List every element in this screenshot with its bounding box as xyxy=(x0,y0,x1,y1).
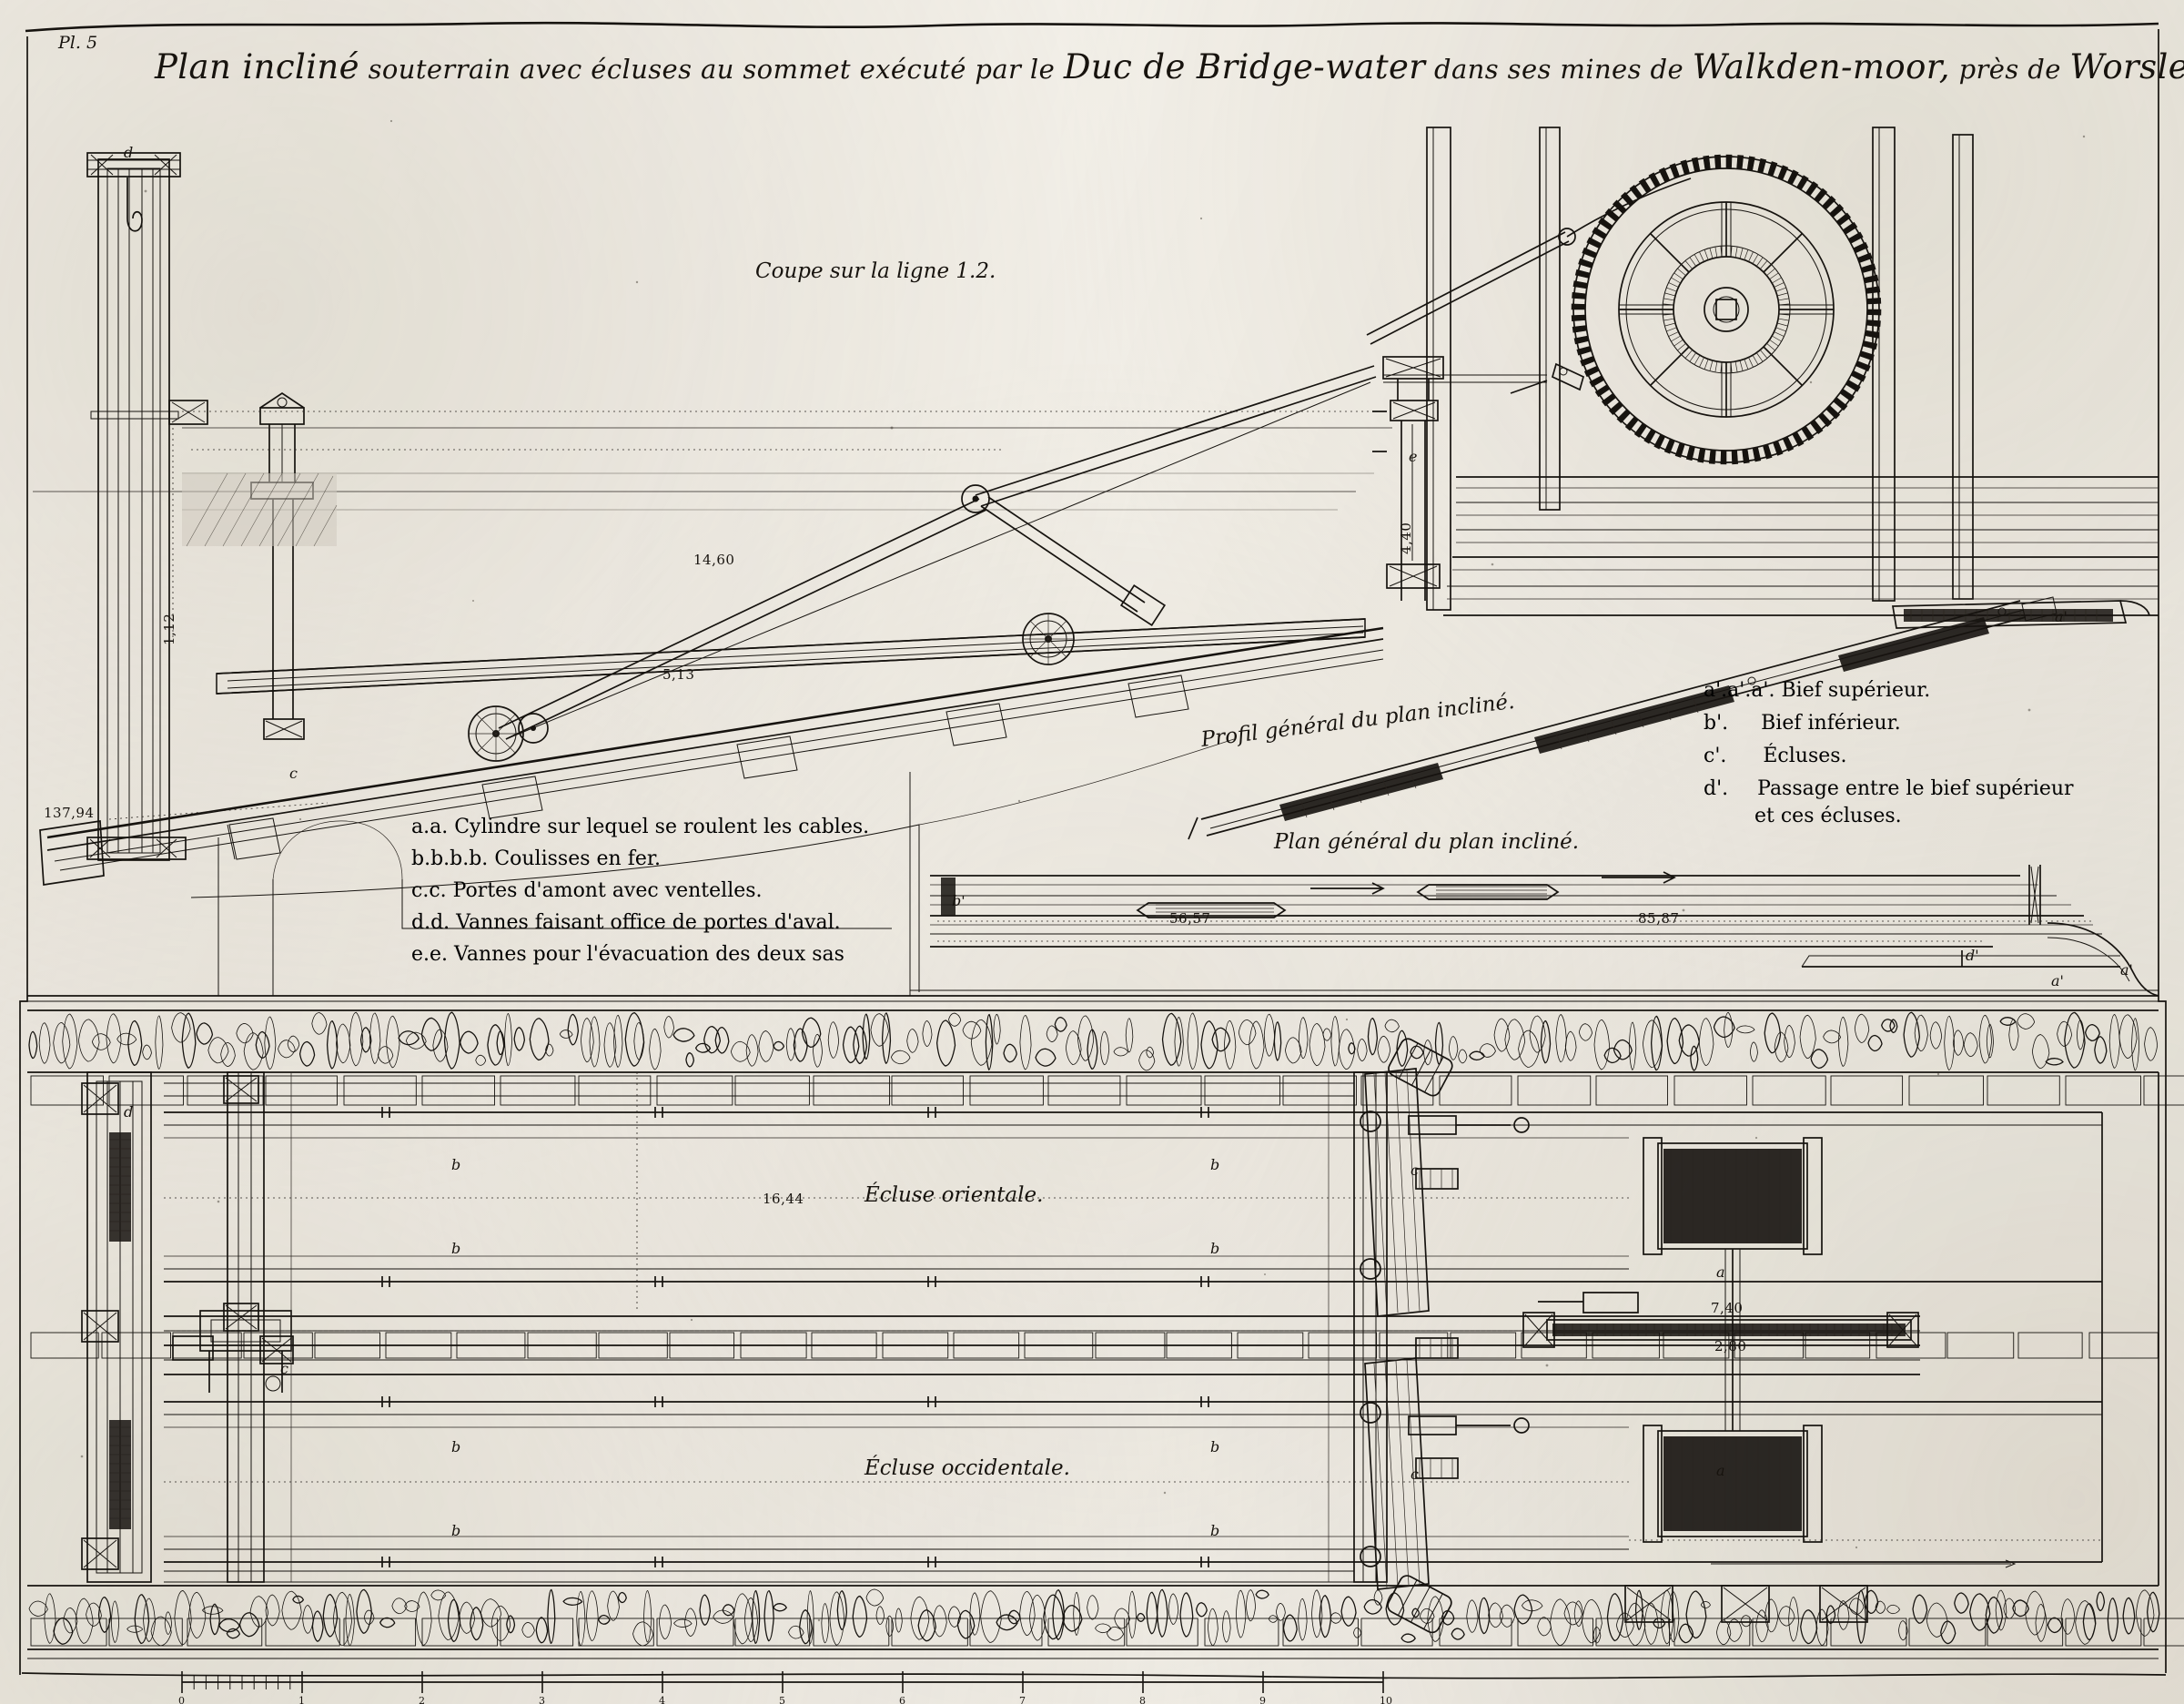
label-d-lower-plan: d xyxy=(124,1103,134,1121)
legend-right-item: a'.a'.a'. Bief supérieur. xyxy=(1704,681,2074,701)
scale-tick-label: 5 xyxy=(779,1695,785,1704)
title-rest-3: près de xyxy=(1958,54,2061,85)
legend-right-key: b'. xyxy=(1704,712,1729,735)
scale-tick-label: 4 xyxy=(659,1695,665,1704)
label-d-prime-plan: d' xyxy=(1966,947,1979,964)
label-b-west-1: b xyxy=(451,1438,461,1456)
label-a-prime-plan-1: a' xyxy=(2051,972,2064,989)
legend-right-item: c'. Écluses. xyxy=(1704,746,2074,766)
dimension-2-80: 2,80 xyxy=(1714,1338,1747,1354)
label-c-section: c xyxy=(289,765,298,782)
legend-left-key: a.a. xyxy=(411,816,449,838)
label-b-west-4: b xyxy=(1210,1522,1220,1539)
scale-tick-label: 10 xyxy=(1380,1695,1392,1704)
label-c-lower-plan-1: c xyxy=(280,1360,288,1377)
title-rest-1: souterrain avec écluses au sommet exécut… xyxy=(368,54,1056,85)
label-e-section: e xyxy=(1409,448,1418,465)
legend-left-key: d.d. xyxy=(411,911,450,934)
title-duc: Duc de Bridge-water xyxy=(1063,47,1426,86)
scale-tick-label: 2 xyxy=(419,1695,425,1704)
legend-right-item: d'. Passage entre le bief supérieur xyxy=(1704,779,2074,799)
legend-left-key: c.c. xyxy=(411,879,447,902)
legend-right-key: a'.a'.a'. xyxy=(1704,679,1775,702)
legend-right-continuation: et ces écluses. xyxy=(1754,805,1902,827)
dimension-85-87: 85,87 xyxy=(1638,910,1680,927)
label-b-prime-plan: b' xyxy=(952,892,966,909)
dimension-137-94: 137,94 xyxy=(44,805,95,821)
legend-left: a.a. Cylindre sur lequel se roulent les … xyxy=(411,817,869,965)
legend-left-item: b.b.b.b. Coulisses en fer. xyxy=(411,849,869,869)
label-b-east-2: b xyxy=(1210,1156,1220,1173)
label-a-prime-plan-2: a' xyxy=(2120,961,2133,979)
legend-left-key: e.e. xyxy=(411,943,449,966)
title-place-worsley: Worsley xyxy=(2069,47,2184,86)
legend-right-text: Bief inférieur. xyxy=(1761,712,1901,735)
legend-right: a'.a'.a'. Bief supérieur. b'. Bief infér… xyxy=(1704,681,2074,827)
legend-left-text: Vannes faisant office de portes d'aval. xyxy=(456,911,841,934)
caption-plan-general: Plan général du plan incliné. xyxy=(1274,830,1580,854)
label-a-lower-plan-1: a xyxy=(1716,1263,1725,1281)
label-c-lower-plan-2: c xyxy=(1410,1161,1419,1179)
label-d-section: d xyxy=(124,144,134,161)
legend-left-item: e.e. Vannes pour l'évacuation des deux s… xyxy=(411,945,869,965)
scale-tick-label: 0 xyxy=(178,1695,185,1704)
scale-tick-label: 1 xyxy=(298,1695,305,1704)
label-b-east-3: b xyxy=(451,1240,461,1257)
legend-right-text: Passage entre le bief supérieur xyxy=(1757,777,2074,800)
caption-section: Coupe sur la ligne 1.2. xyxy=(755,259,996,283)
dimension-5-13: 5,13 xyxy=(662,666,695,683)
label-c-lower-plan-3: c xyxy=(1410,1466,1419,1483)
dimension-7-40: 7,40 xyxy=(1711,1300,1744,1316)
legend-left-text: Coulisses en fer. xyxy=(494,847,661,870)
legend-left-item: c.c. Portes d'amont avec ventelles. xyxy=(411,881,869,901)
title-rest-2: dans ses mines de xyxy=(1434,54,1684,85)
legend-left-item: a.a. Cylindre sur lequel se roulent les … xyxy=(411,817,869,837)
plate-title: Plan incliné souterrain avec écluses au … xyxy=(155,47,2184,86)
dimension-14-60: 14,60 xyxy=(693,552,735,568)
title-place-walkden: Walkden-moor, xyxy=(1692,47,1950,86)
label-b-west-2: b xyxy=(1210,1438,1220,1456)
legend-right-item: b'. Bief inférieur. xyxy=(1704,714,2074,734)
legend-left-key: b.b.b.b. xyxy=(411,847,489,870)
legend-right-text: Bief supérieur. xyxy=(1781,679,1931,702)
legend-left-text: Vannes pour l'évacuation des deux sas xyxy=(454,943,844,966)
legend-right-key: c'. xyxy=(1704,745,1727,767)
scale-tick-label: 9 xyxy=(1259,1695,1266,1704)
dimension-56-57: 56,57 xyxy=(1169,910,1211,927)
legend-right-key: d'. xyxy=(1704,777,1729,800)
legend-right-text: Écluses. xyxy=(1763,745,1847,767)
scale-tick-label: 6 xyxy=(899,1695,905,1704)
plate-number: Pl. 5 xyxy=(58,33,98,53)
title-main: Plan incliné xyxy=(155,47,359,86)
legend-left-item: d.d. Vannes faisant office de portes d'a… xyxy=(411,913,869,933)
legend-left-text: Portes d'amont avec ventelles. xyxy=(452,879,763,902)
label-b-east-4: b xyxy=(1210,1240,1220,1257)
dimension-16-44: 16,44 xyxy=(763,1191,804,1207)
label-b-west-3: b xyxy=(451,1522,461,1539)
scale-tick-label: 3 xyxy=(539,1695,545,1704)
scale-tick-label: 8 xyxy=(1139,1695,1146,1704)
caption-lock-west: Écluse occidentale. xyxy=(864,1456,1070,1480)
caption-lock-east: Écluse orientale. xyxy=(864,1183,1044,1207)
legend-left-text: Cylindre sur lequel se roulent les cable… xyxy=(454,816,870,838)
label-a-prime-section: a' xyxy=(2055,608,2068,625)
scale-tick-label: 7 xyxy=(1019,1695,1026,1704)
label-a-lower-plan-2: a xyxy=(1716,1462,1725,1479)
label-b-east-1: b xyxy=(451,1156,461,1173)
